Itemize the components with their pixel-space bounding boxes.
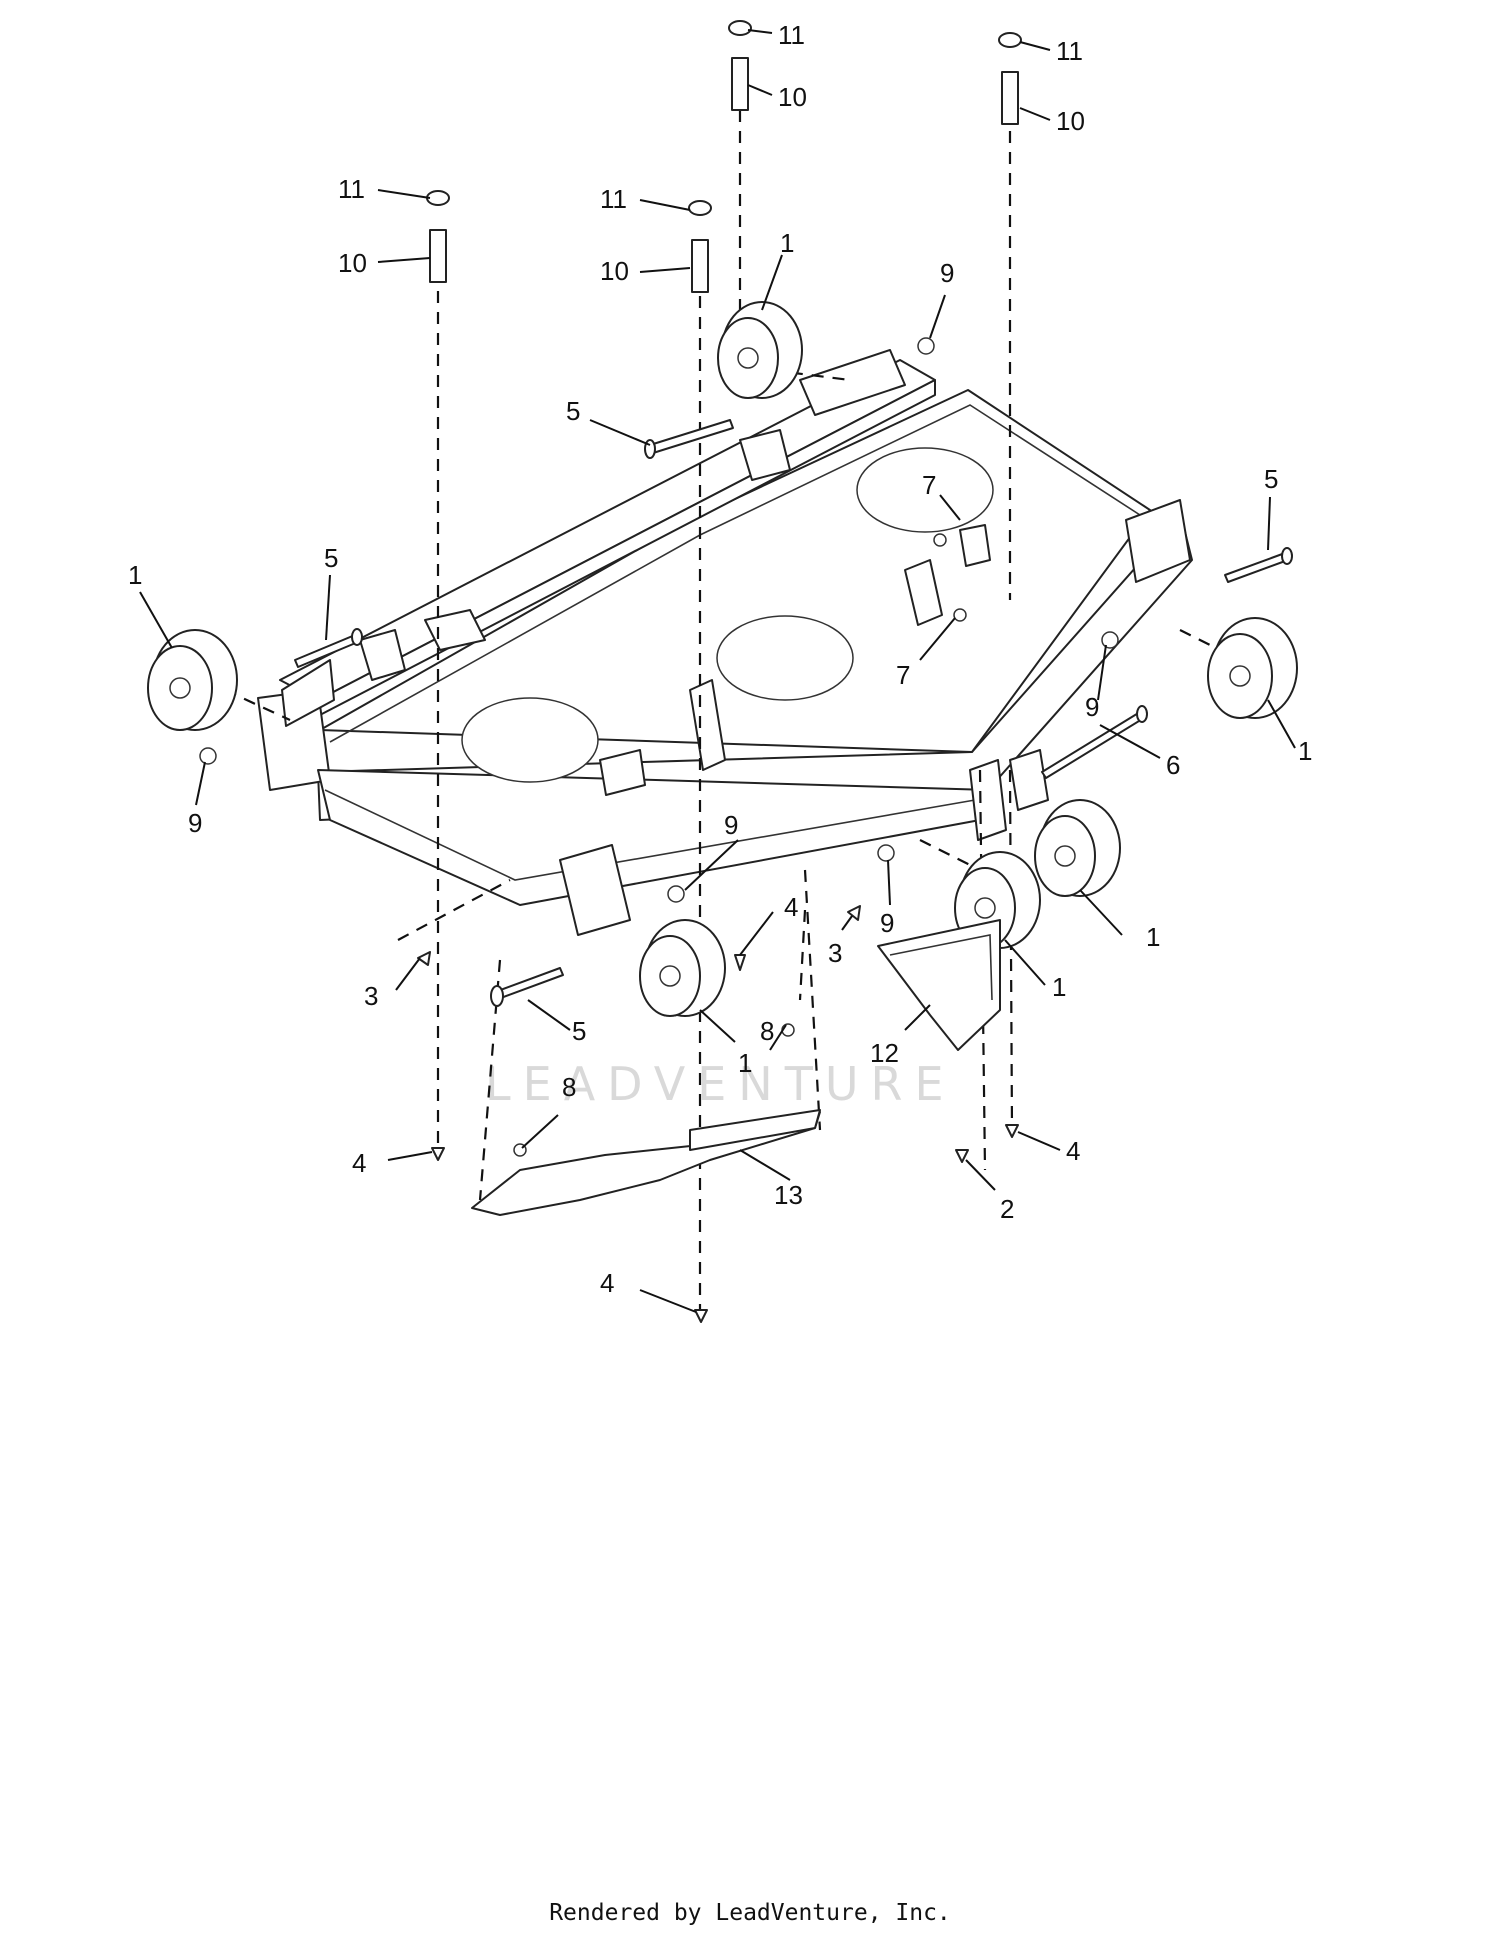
callout-1-e: 1 [1052,972,1066,1002]
callout-10-c: 10 [338,248,367,278]
wheel-front-right-outer [1034,799,1121,897]
callout-10-a: 10 [778,82,807,112]
nuts [199,337,1119,1157]
spindle-opening-left [461,697,599,783]
mower-deck [257,349,1193,936]
callout-2: 2 [1000,1194,1014,1224]
callout-11-c: 11 [338,174,365,204]
callout-11-d: 11 [600,184,627,214]
spacers-and-caps [426,20,1022,293]
leader-lines [139,29,1296,1313]
callout-8-b: 8 [562,1072,576,1102]
spindle-opening-center [716,615,854,701]
screws [417,905,1019,1323]
callout-7-b: 7 [896,660,910,690]
callout-1-d: 1 [1146,922,1160,952]
watermark-text: LEADVENTURE [485,1057,956,1111]
callout-6: 6 [1166,750,1180,780]
callout-labels: 11 10 11 10 11 10 11 10 1 9 5 7 5 5 1 7 … [128,20,1312,1298]
callout-1-c: 1 [1298,736,1312,766]
callout-9-e: 9 [880,908,894,938]
callout-9-b: 9 [188,808,202,838]
callout-4-b: 4 [352,1148,366,1178]
callout-1-b: 1 [128,560,142,590]
callout-3-b: 3 [828,938,842,968]
wheel-front-left [639,919,726,1017]
callout-8-a: 8 [760,1016,774,1046]
callout-4-c: 4 [1066,1136,1080,1166]
callout-4-a: 4 [784,892,798,922]
callout-5-a: 5 [566,396,580,426]
wheel-left [147,629,238,731]
spindle-opening-right [856,447,994,533]
bolts [294,419,1293,1007]
callout-7-a: 7 [922,470,936,500]
callout-4-d: 4 [600,1268,614,1298]
wheel-right [1207,617,1298,719]
callout-5-d: 5 [572,1016,586,1046]
callout-10-d: 10 [600,256,629,286]
callout-13: 13 [774,1180,803,1210]
callout-1-a: 1 [780,228,794,258]
callout-1-f: 1 [738,1048,752,1078]
deflector-bracket [877,919,1001,1051]
callout-9-c: 9 [1085,692,1099,722]
footer-credit: Rendered by LeadVenture, Inc. [549,1900,951,1926]
callout-5-b: 5 [324,543,338,573]
callout-9-d: 9 [724,810,738,840]
callout-9-a: 9 [940,258,954,288]
callout-11-b: 11 [1056,36,1083,66]
callout-5-c: 5 [1264,464,1278,494]
callout-11-a: 11 [778,20,805,50]
callout-12: 12 [870,1038,899,1068]
wheel-rear-center [717,301,803,399]
callout-3-a: 3 [364,981,378,1011]
callout-10-b: 10 [1056,106,1085,136]
